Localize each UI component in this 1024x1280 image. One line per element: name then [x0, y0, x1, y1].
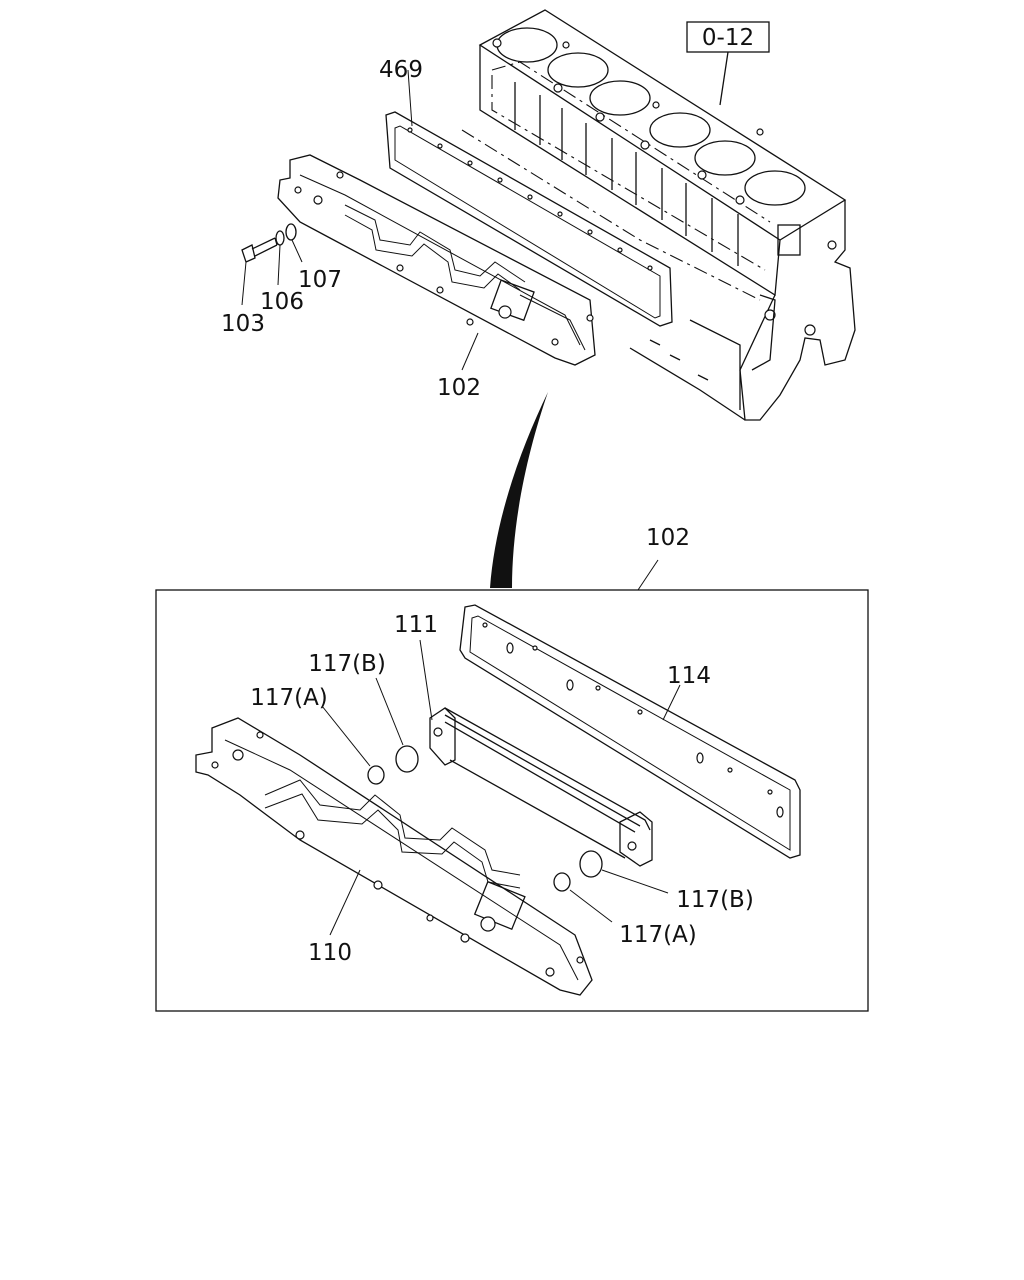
- cooler-cover: [195, 717, 593, 996]
- callout-ref-box: 0-12: [702, 25, 754, 51]
- callout-469: 469: [379, 57, 423, 83]
- callout-107: 107: [298, 267, 342, 293]
- callout-103: 103: [221, 311, 265, 337]
- callout-106: 106: [260, 289, 304, 315]
- cylinder-block: [461, 9, 856, 421]
- callout-102-top: 102: [437, 375, 481, 401]
- detail-arrow: [490, 392, 548, 588]
- callout-117b-left: 117(B): [308, 651, 386, 677]
- callout-117a-right: 117(A): [619, 922, 697, 948]
- oil-cooler-assembly-top: [277, 154, 596, 366]
- detail-frame: [155, 589, 869, 1012]
- callout-102-detail: 102: [646, 525, 690, 551]
- callout-110: 110: [308, 940, 352, 966]
- reference-box: [686, 21, 770, 106]
- callout-114: 114: [667, 663, 711, 689]
- callout-117a-left: 117(A): [250, 685, 328, 711]
- callout-111: 111: [394, 612, 438, 638]
- block-gasket: [385, 69, 673, 327]
- bolt-set: [241, 223, 303, 306]
- callout-117b-right: 117(B): [676, 887, 754, 913]
- cooler-element: [419, 639, 653, 867]
- element-gasket: [459, 604, 801, 859]
- o-rings: [321, 677, 669, 923]
